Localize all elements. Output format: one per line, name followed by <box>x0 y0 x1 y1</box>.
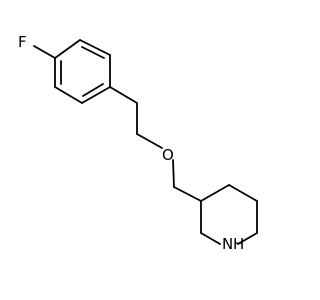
molecule-structure-diagram: F O N H <box>18 33 258 253</box>
piperidine-bond-c4-c5 <box>228 184 258 202</box>
fluorine-atom-label: F <box>18 33 27 51</box>
nitrogen-atom-label: N <box>222 235 233 253</box>
ethyl-linker <box>109 86 163 149</box>
bond-ch2-to-oxygen <box>136 133 163 149</box>
piperidine-bond-c3-c4 <box>200 184 230 202</box>
piperidine-ring <box>200 184 258 245</box>
ring-double-bond-bottom <box>82 83 104 97</box>
nitrogen-hydrogen-label: H <box>233 235 244 253</box>
piperidine-bond-c6-n <box>237 232 258 245</box>
ring-bond-bottom-right <box>81 86 111 104</box>
bond-ring-to-fluorine <box>33 45 56 59</box>
ring-bond-bottom-left <box>54 86 83 104</box>
fluorophenyl-ring <box>54 39 111 104</box>
piperidine-bond-n-c2 <box>200 232 221 245</box>
ring-bond-top-left <box>54 39 81 59</box>
bond-ch2-to-piperidine <box>173 186 202 202</box>
oxygen-atom-label: O <box>162 146 174 164</box>
bond-ring-to-ch2 <box>109 86 138 104</box>
ring-bond-top-right <box>79 39 111 56</box>
bond-oxygen-to-ch2 <box>172 159 175 188</box>
ring-double-bond-top <box>81 46 105 59</box>
